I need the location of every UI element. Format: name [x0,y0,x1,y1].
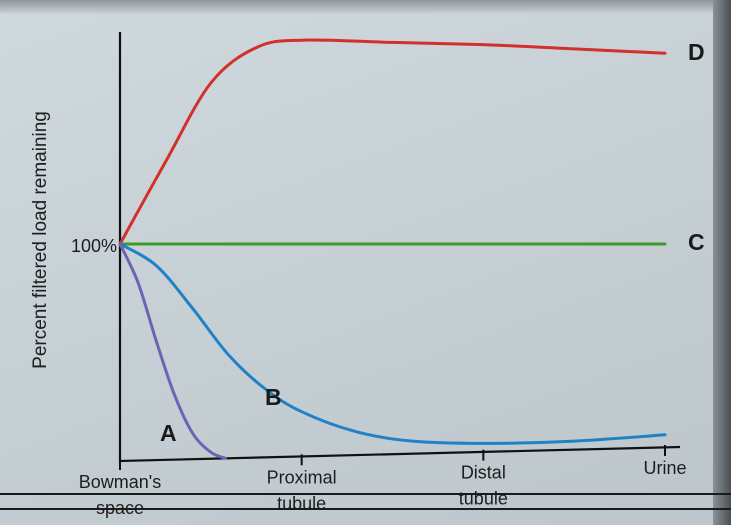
page-right-edge [713,0,731,525]
page-rule-top [0,493,731,495]
series-line-b [118,242,667,445]
series-label-d: D [688,39,705,65]
series-labels: D C B A [160,39,705,446]
page-rule-bottom [0,508,731,510]
series-label-b: B [265,384,282,410]
y-axis-label: Percent filtered load remaining [30,111,51,369]
series-label-c: C [688,229,705,255]
series-label-a: A [160,420,177,446]
series-line-a [118,242,227,460]
page-top-edge [0,0,731,14]
x-tick-label-3: Urine [643,458,686,478]
x-axis [119,445,681,463]
y-tick-label-100: 100% [71,236,117,256]
series-lines [118,38,667,460]
series-line-d [118,38,667,246]
